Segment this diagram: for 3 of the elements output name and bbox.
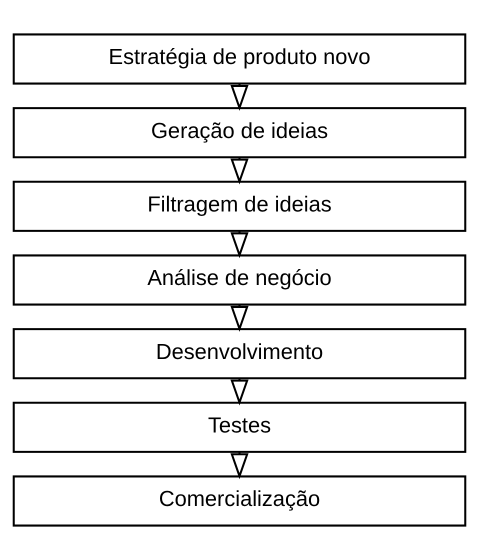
node-box: Filtragem de ideias <box>12 180 466 232</box>
node-box: Comercialização <box>12 474 466 526</box>
node-box: Testes <box>12 401 466 452</box>
